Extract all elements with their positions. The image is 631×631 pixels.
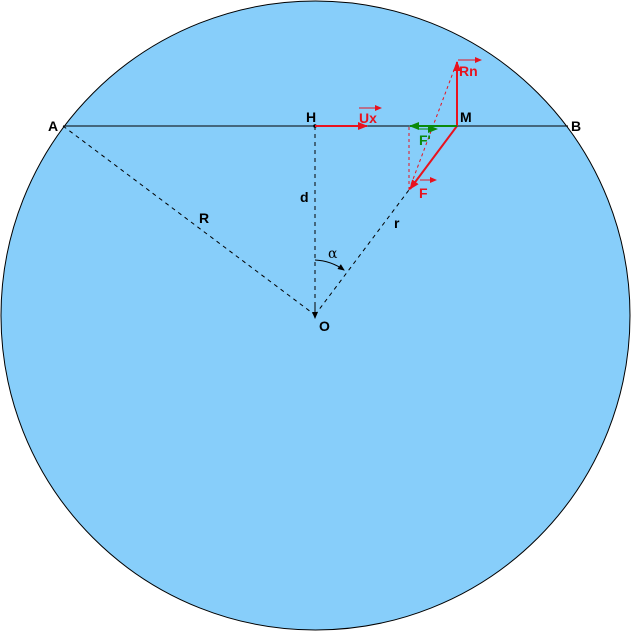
label-m: M xyxy=(460,109,472,125)
label-ux: Ux xyxy=(359,110,377,126)
label-rn: Rn xyxy=(459,63,478,79)
label-a: A xyxy=(48,118,58,134)
label-o: O xyxy=(319,318,330,334)
label-alpha: α xyxy=(328,246,338,262)
label-b: B xyxy=(571,118,581,134)
label-d: d xyxy=(300,189,309,205)
label-f: F xyxy=(419,185,428,201)
label-r-big: R xyxy=(199,210,209,226)
vector-f xyxy=(409,125,458,190)
alpha-angle-arc xyxy=(314,259,345,271)
label-r-small: r xyxy=(394,215,400,231)
label-h: H xyxy=(306,109,316,125)
label-f-prime: F' xyxy=(419,132,431,148)
